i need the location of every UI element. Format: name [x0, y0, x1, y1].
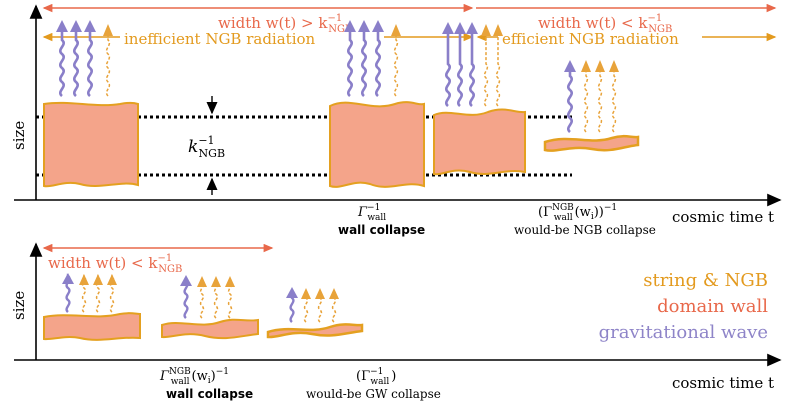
top-ngb-waves-2 — [391, 24, 401, 97]
top-wall-3 — [433, 108, 526, 176]
top-wall-4 — [543, 134, 640, 152]
legend-item-gravitational-wave: gravitational wave — [599, 322, 768, 343]
top-wall-2 — [329, 101, 425, 188]
top-tick1-caption: wall collapse — [338, 223, 425, 237]
bottom-ngb-waves-2 — [197, 276, 235, 319]
top-gw-waves-2 — [344, 20, 384, 97]
bottom-tick1-caption: wall collapse — [166, 387, 253, 401]
legend-item-string-ngb: string & NGB — [643, 270, 768, 291]
bottom-y-axis-label: size — [10, 291, 28, 320]
bottom-gw-waves-1 — [62, 273, 74, 313]
top-tick2-caption: would-be NGB collapse — [514, 223, 656, 237]
bottom-wall-3 — [266, 323, 364, 339]
top-ngb-waves-1 — [103, 24, 113, 97]
legend: string & NGB domain wall gravitational w… — [599, 270, 769, 343]
bottom-ngb-waves-3 — [301, 288, 339, 323]
top-wall-1 — [43, 101, 139, 188]
top-ngb-waves-4 — [581, 60, 619, 133]
top-y-axis-label: size — [10, 121, 28, 150]
bottom-gw-waves-2 — [180, 275, 192, 319]
top-inefficient-label: inefficient NGB radiation — [124, 30, 316, 48]
top-gw-waves-1 — [56, 20, 96, 97]
top-efficient-label: efficient NGB radiation — [502, 30, 679, 48]
bottom-wall-1 — [43, 312, 141, 341]
bottom-ngb-waves-1 — [79, 274, 117, 313]
bottom-x-axis-label: cosmic time t — [672, 374, 774, 392]
legend-item-domain-wall: domain wall — [657, 296, 768, 317]
top-gw-waves-4 — [564, 60, 576, 133]
top-gw-waves-3 — [442, 22, 478, 107]
bottom-tick2-caption: would-be GW collapse — [306, 387, 441, 401]
top-ngb-waves-3 — [481, 24, 503, 107]
bottom-gw-waves-3 — [286, 287, 298, 323]
top-x-axis-label: cosmic time t — [672, 208, 774, 226]
bottom-wall-2 — [161, 318, 259, 340]
